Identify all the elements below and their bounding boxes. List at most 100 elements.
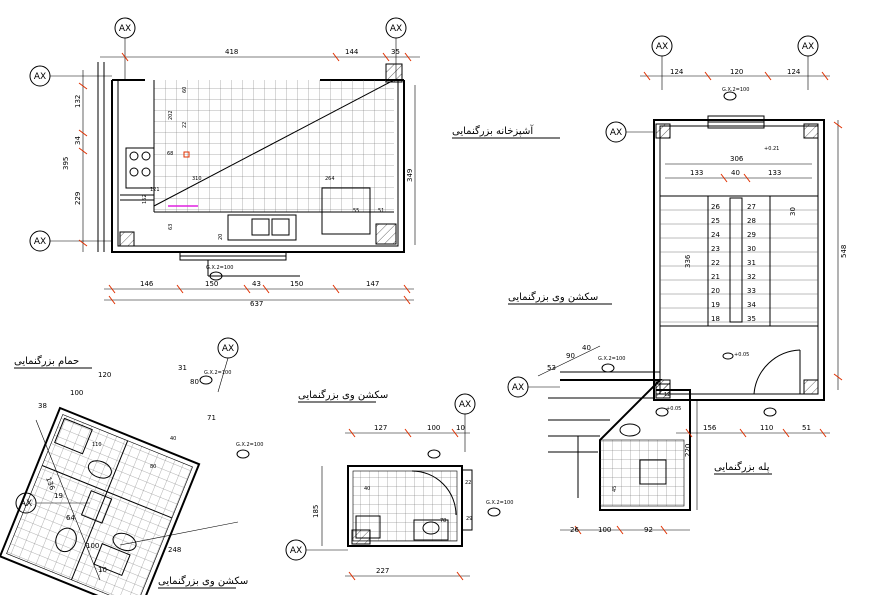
svg-text:22: 22 — [465, 480, 471, 486]
svg-text:AX: AX — [610, 128, 622, 138]
svg-text:22: 22 — [182, 122, 188, 128]
landing-plan: AX 53 90 40 G.X.2=100 +0.05 45 12 156 11… — [507, 344, 830, 535]
svg-text:12: 12 — [664, 392, 670, 398]
bath-plan: AX AX حمام بزرگنمایی 120 100 38 31 80 71… — [0, 337, 263, 595]
wc-tiled-floor — [352, 470, 458, 542]
svg-text:40: 40 — [364, 486, 370, 492]
svg-text:90: 90 — [566, 352, 575, 360]
svg-text:120: 120 — [730, 68, 743, 76]
svg-text:20: 20 — [218, 234, 224, 240]
svg-text:26: 26 — [711, 203, 720, 211]
svg-text:147: 147 — [366, 280, 379, 288]
axis-marker-wc-left: AX — [285, 539, 348, 561]
svg-text:306: 306 — [730, 155, 744, 163]
svg-text:220: 220 — [684, 444, 692, 457]
svg-text:127: 127 — [374, 424, 387, 432]
landing-title: پله بزرگنمایی — [714, 461, 770, 473]
svg-text:80: 80 — [150, 464, 156, 470]
svg-text:31: 31 — [747, 259, 756, 267]
sink-counter — [227, 214, 297, 241]
landing-bath-floor — [599, 439, 685, 507]
svg-text:133: 133 — [690, 169, 703, 177]
svg-text:133: 133 — [768, 169, 781, 177]
svg-text:110: 110 — [760, 424, 773, 432]
svg-text:AX: AX — [34, 72, 46, 82]
svg-text:92: 92 — [644, 526, 653, 534]
wc-plan: AX AX سکشن وی بزرگنمایی 127 100 10 22 40… — [285, 389, 513, 581]
svg-text:G.X.2=100: G.X.2=100 — [722, 87, 749, 93]
svg-text:264: 264 — [325, 176, 335, 182]
svg-text:124: 124 — [670, 68, 684, 76]
axis-marker-kitchen-top-left: AX — [114, 17, 136, 80]
svg-text:25: 25 — [711, 217, 720, 225]
svg-text:38: 38 — [38, 402, 47, 410]
svg-text:+0.05: +0.05 — [734, 352, 749, 358]
stove — [125, 147, 155, 189]
svg-text:20: 20 — [711, 287, 720, 295]
svg-text:33: 33 — [747, 287, 756, 295]
svg-text:30: 30 — [747, 245, 756, 253]
svg-text:19: 19 — [54, 492, 63, 500]
svg-text:AX: AX — [459, 400, 471, 410]
svg-text:27: 27 — [747, 203, 756, 211]
svg-text:+0.21: +0.21 — [764, 146, 779, 152]
svg-text:156: 156 — [703, 424, 717, 432]
svg-text:30: 30 — [789, 207, 797, 216]
svg-text:18: 18 — [711, 315, 720, 323]
svg-text:51: 51 — [378, 208, 384, 214]
svg-text:AX: AX — [512, 383, 524, 393]
axis-marker-wc-top: AX — [454, 393, 476, 452]
svg-text:124: 124 — [787, 68, 801, 76]
svg-text:G.X.2=100: G.X.2=100 — [598, 356, 625, 362]
svg-text:63: 63 — [168, 224, 174, 230]
svg-text:150: 150 — [290, 280, 303, 288]
svg-text:10: 10 — [98, 566, 107, 574]
svg-text:G.X.2=100: G.X.2=100 — [204, 370, 231, 376]
svg-text:10: 10 — [456, 424, 465, 432]
svg-text:248: 248 — [168, 546, 181, 554]
wc-title: سکشن وی بزرگنمایی — [298, 389, 388, 401]
svg-text:AX: AX — [290, 546, 302, 556]
stair-step-labels-left: 26 25 24 23 22 21 20 19 18 — [711, 203, 720, 323]
axis-marker-kitchen-left-top: AX — [29, 65, 112, 87]
svg-text:19: 19 — [711, 301, 720, 309]
axis-marker-kitchen-left-bottom: AX — [29, 230, 112, 252]
svg-text:34: 34 — [74, 136, 82, 145]
svg-text:35: 35 — [391, 48, 400, 56]
bath-title: حمام بزرگنمایی — [14, 355, 79, 367]
svg-text:51: 51 — [802, 424, 811, 432]
svg-text:G.X.2=100: G.X.2=100 — [206, 265, 233, 271]
svg-text:G.X.2=100: G.X.2=100 — [236, 442, 263, 448]
svg-text:31: 31 — [178, 364, 187, 372]
svg-text:100: 100 — [86, 542, 99, 550]
svg-text:100: 100 — [427, 424, 440, 432]
svg-text:229: 229 — [74, 192, 82, 205]
svg-text:71: 71 — [207, 414, 216, 422]
svg-text:22: 22 — [711, 259, 720, 267]
svg-text:55: 55 — [353, 208, 359, 214]
svg-text:144: 144 — [345, 48, 359, 56]
svg-text:21: 21 — [711, 273, 720, 281]
svg-text:53: 53 — [547, 364, 556, 372]
svg-text:G.X.2=100: G.X.2=100 — [486, 500, 513, 506]
svg-text:150: 150 — [205, 280, 218, 288]
svg-text:23: 23 — [711, 245, 720, 253]
svg-text:AX: AX — [20, 499, 32, 509]
svg-text:310: 310 — [192, 176, 202, 182]
svg-text:68: 68 — [167, 151, 173, 157]
svg-text:80: 80 — [190, 378, 199, 386]
svg-text:AX: AX — [222, 344, 234, 354]
axis-marker-stair-left: AX — [605, 121, 655, 143]
svg-text:32: 32 — [747, 273, 756, 281]
svg-text:100: 100 — [70, 389, 83, 397]
svg-text:132: 132 — [74, 95, 82, 108]
kitchen-title: آشپزخانه بزرگنمایی — [452, 124, 534, 137]
svg-text:418: 418 — [225, 48, 238, 56]
svg-text:AX: AX — [802, 42, 814, 52]
svg-text:121: 121 — [150, 187, 160, 193]
svg-text:40: 40 — [731, 169, 740, 177]
svg-text:146: 146 — [140, 280, 154, 288]
svg-text:78: 78 — [440, 518, 446, 524]
stair-plan: AX AX AX 124 120 124 G.X.2=100 +0.21 — [508, 35, 848, 417]
